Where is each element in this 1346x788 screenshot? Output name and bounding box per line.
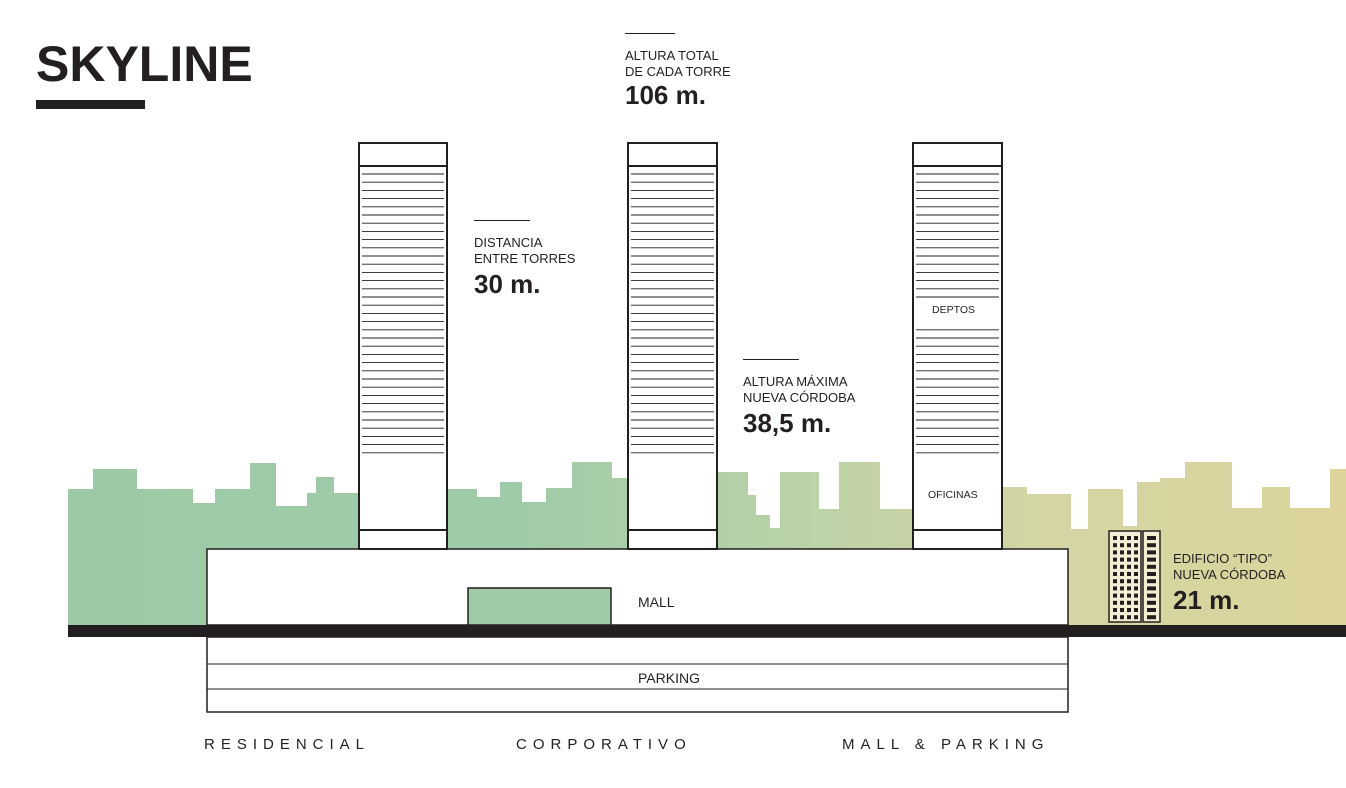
window-mark	[1120, 600, 1124, 605]
window-mark	[1147, 572, 1156, 576]
annotation-typical-building: EDIFICIO “TIPO” NUEVA CÓRDOBA 21 m.	[1173, 551, 1285, 615]
window-mark	[1134, 543, 1138, 548]
window-mark	[1134, 550, 1138, 555]
window-mark	[1127, 586, 1131, 591]
annotation-label: DE CADA TORRE	[625, 64, 731, 78]
window-mark	[1147, 543, 1156, 548]
annotation-label-group: ALTURA TOTAL DE CADA TORRE	[625, 48, 731, 78]
annotation-distance: DISTANCIA ENTRE TORRES 30 m.	[474, 220, 575, 299]
window-mark	[1113, 572, 1117, 576]
annotation-value: 30 m.	[474, 269, 541, 299]
annotation-label: DISTANCIA	[474, 235, 543, 250]
window-mark	[1113, 557, 1117, 562]
window-mark	[1120, 557, 1124, 562]
window-mark	[1113, 615, 1117, 620]
page-title: SKYLINE	[36, 36, 253, 92]
window-mark	[1134, 593, 1138, 598]
window-mark	[1120, 564, 1124, 569]
window-mark	[1127, 564, 1131, 569]
window-mark	[1113, 550, 1117, 555]
window-mark	[1113, 543, 1117, 548]
tower-corporativo	[627, 142, 718, 550]
window-mark	[1120, 543, 1124, 548]
annotation-max-height: ALTURA MÁXIMA NUEVA CÓRDOBA 38,5 m.	[743, 359, 855, 438]
window-mark	[1134, 600, 1138, 605]
annotation-label: NUEVA CÓRDOBA	[1173, 567, 1286, 582]
window-mark	[1127, 615, 1131, 620]
window-mark	[1120, 615, 1124, 620]
window-mark	[1147, 586, 1156, 591]
window-mark	[1147, 564, 1156, 569]
window-mark	[1120, 572, 1124, 576]
window-mark	[1147, 579, 1156, 584]
title-underline	[36, 100, 145, 109]
window-mark	[1113, 608, 1117, 612]
window-mark	[1134, 536, 1138, 540]
window-mark	[1127, 572, 1131, 576]
window-mark	[1147, 600, 1156, 605]
annotation-label: NUEVA CÓRDOBA	[743, 390, 856, 405]
window-mark	[1120, 593, 1124, 598]
window-mark	[1147, 550, 1156, 555]
typical-building-icon	[1108, 530, 1161, 623]
window-mark	[1113, 564, 1117, 569]
window-mark	[1127, 579, 1131, 584]
annotation-value: 38,5 m.	[743, 408, 832, 438]
annotation-rule	[625, 33, 675, 34]
annotation-value: 106 m.	[625, 80, 706, 110]
window-mark	[1147, 557, 1156, 562]
window-mark	[1113, 579, 1117, 584]
window-mark	[1147, 615, 1156, 620]
annotation-rule	[474, 220, 530, 221]
window-mark	[1127, 593, 1131, 598]
window-mark	[1134, 615, 1138, 620]
window-mark	[1120, 608, 1124, 612]
annotation-label: ALTURA MÁXIMA	[743, 374, 848, 389]
window-mark	[1147, 593, 1156, 598]
window-mark	[1113, 536, 1117, 540]
window-mark	[1120, 550, 1124, 555]
tower-residencial	[358, 142, 448, 550]
window-mark	[1120, 579, 1124, 584]
annotation-tower-height: ALTURA TOTAL DE CADA TORRE 106 m.	[625, 33, 731, 110]
annotation-label: ALTURA TOTAL	[625, 48, 719, 63]
podium-parking	[206, 636, 1069, 713]
window-mark	[1120, 586, 1124, 591]
window-mark	[1127, 536, 1131, 540]
window-mark	[1113, 586, 1117, 591]
parking-label: PARKING	[638, 670, 700, 686]
window-mark	[1134, 608, 1138, 612]
zone-label-mall-parking: MALL & PARKING	[842, 736, 1050, 753]
window-mark	[1147, 608, 1156, 612]
annotation-label: EDIFICIO “TIPO”	[1173, 551, 1272, 566]
window-mark	[1127, 550, 1131, 555]
tower-label-oficinas: OFICINAS	[928, 489, 978, 501]
window-mark	[1127, 600, 1131, 605]
zone-label-residencial: RESIDENCIAL	[204, 736, 371, 753]
window-mark	[1134, 586, 1138, 591]
window-mark	[1127, 608, 1131, 612]
window-mark	[1134, 572, 1138, 576]
window-mark	[1134, 557, 1138, 562]
tower-label-deptos: DEPTOS	[932, 304, 975, 316]
ground-line	[68, 625, 1346, 637]
window-mark	[1127, 543, 1131, 548]
window-mark	[1134, 564, 1138, 569]
annotation-rule	[743, 359, 799, 360]
annotation-label: ENTRE TORRES	[474, 251, 576, 266]
podium-mall	[206, 548, 1069, 626]
annotation-value: 21 m.	[1173, 585, 1240, 615]
window-mark	[1134, 579, 1138, 584]
window-mark	[1113, 600, 1117, 605]
zone-label-corporativo: CORPORATIVO	[516, 736, 692, 753]
mall-label: MALL	[638, 594, 675, 610]
window-mark	[1147, 536, 1156, 540]
window-mark	[1113, 593, 1117, 598]
tower-mall	[912, 142, 1003, 550]
mall-green-block	[467, 587, 612, 626]
window-mark	[1127, 557, 1131, 562]
window-mark	[1120, 536, 1124, 540]
